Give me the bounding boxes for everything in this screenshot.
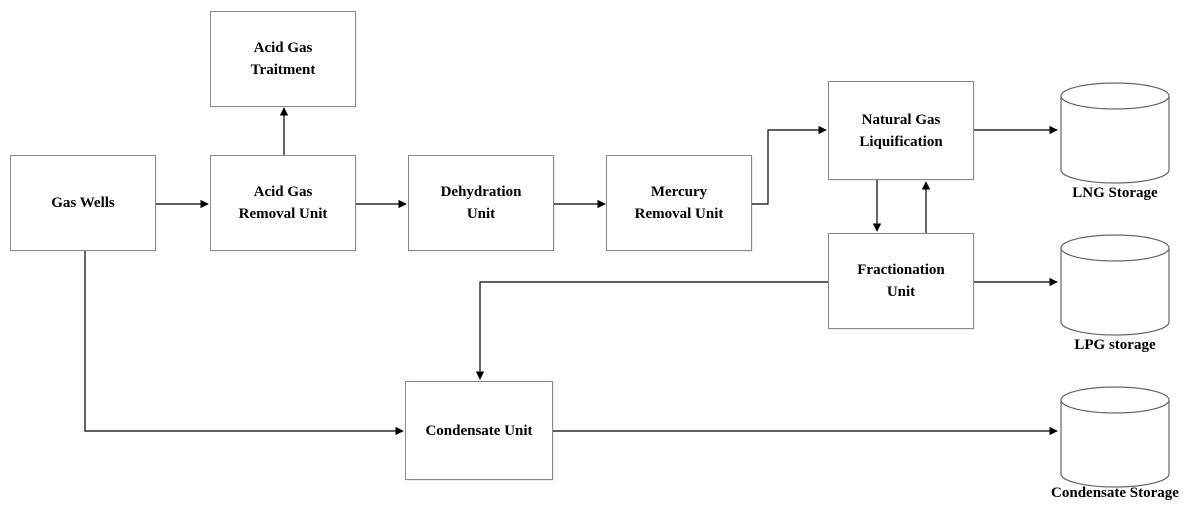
arrow-wells-to-condensate xyxy=(84,251,404,436)
condensate-storage-label: Condensate Storage xyxy=(1051,485,1179,501)
node-natural-gas-liquification: Natural Gas Liquification xyxy=(828,81,974,180)
lpg-storage-cylinder-icon xyxy=(1060,234,1170,336)
node-acid-gas-treatment: Acid Gas Traitment xyxy=(210,11,356,107)
node-mercury-removal-unit: Mercury Removal Unit xyxy=(606,155,752,251)
node-acid-gas-removal-unit: Acid Gas Removal Unit xyxy=(210,155,356,251)
arrow-fractionation-to-condensate xyxy=(475,281,828,380)
node-fractionation-unit: Fractionation Unit xyxy=(828,233,974,329)
condensate-storage-cylinder-icon xyxy=(1060,386,1170,488)
arrow-mercury-to-liquification xyxy=(751,125,827,205)
node-dehydration-unit: Dehydration Unit xyxy=(408,155,554,251)
lng-storage-cylinder-icon xyxy=(1060,82,1170,184)
node-gas-wells: Gas Wells xyxy=(10,155,156,251)
node-condensate-unit: Condensate Unit xyxy=(405,381,553,480)
lng-storage-label: LNG Storage xyxy=(1072,185,1158,201)
lpg-storage-label: LPG storage xyxy=(1074,337,1156,353)
